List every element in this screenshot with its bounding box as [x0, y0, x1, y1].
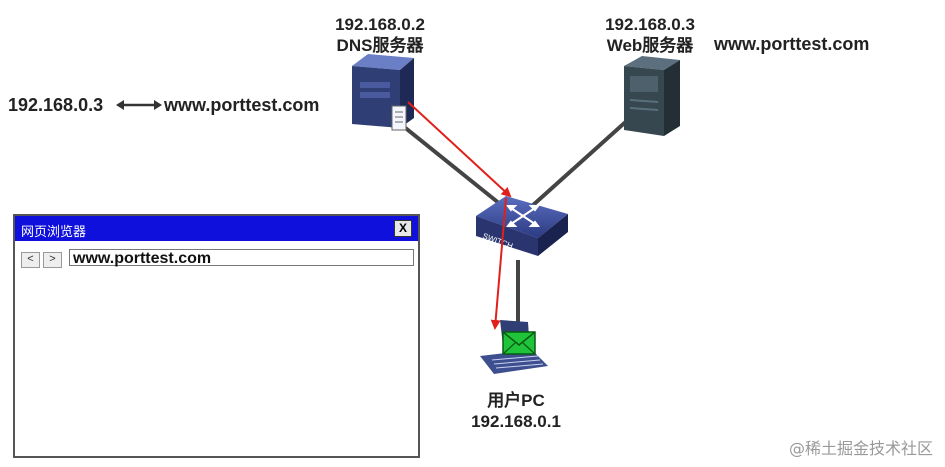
user-pc-ip: 192.168.0.1 — [471, 412, 561, 431]
browser-title: 网页浏览器 — [21, 225, 87, 240]
user-pc-name: 用户PC — [487, 391, 545, 410]
close-button[interactable]: X — [394, 220, 412, 237]
address-bar[interactable]: www.porttest.com — [69, 249, 414, 267]
dns-server-label: 192.168.0.2 DNS服务器 — [320, 14, 440, 56]
web-server-ip: 192.168.0.3 — [605, 15, 695, 34]
browser-window: 网页浏览器 X < > www.porttest.com — [13, 214, 420, 458]
double-arrow-icon — [116, 100, 162, 110]
switch-icon: SWITCH — [476, 196, 568, 256]
forward-button[interactable]: > — [43, 252, 62, 268]
pc-delivery-arrow — [490, 197, 507, 330]
web-server-icon — [624, 56, 680, 136]
dns-switch-link — [396, 120, 507, 210]
back-button[interactable]: < — [21, 252, 40, 268]
web-server-domain: www.porttest.com — [714, 34, 870, 54]
mail-icon — [502, 331, 536, 355]
user-pc-label: 用户PC 192.168.0.1 — [458, 390, 574, 432]
web-server-name: Web服务器 — [606, 36, 694, 55]
dns-record-ip: 192.168.0.3 — [8, 95, 104, 115]
dns-record-domain: www.porttest.com — [164, 95, 320, 115]
web-server-label: 192.168.0.3 Web服务器 — [590, 14, 710, 56]
web-switch-link — [530, 116, 632, 208]
dns-server-name: DNS服务器 — [336, 36, 424, 55]
browser-titlebar: 网页浏览器 X — [15, 216, 418, 241]
dns-server-icon — [352, 54, 414, 131]
dns-server-ip: 192.168.0.2 — [335, 15, 425, 34]
watermark: @稀土掘金技术社区 — [788, 439, 933, 458]
dns-response-arrow — [407, 101, 512, 198]
